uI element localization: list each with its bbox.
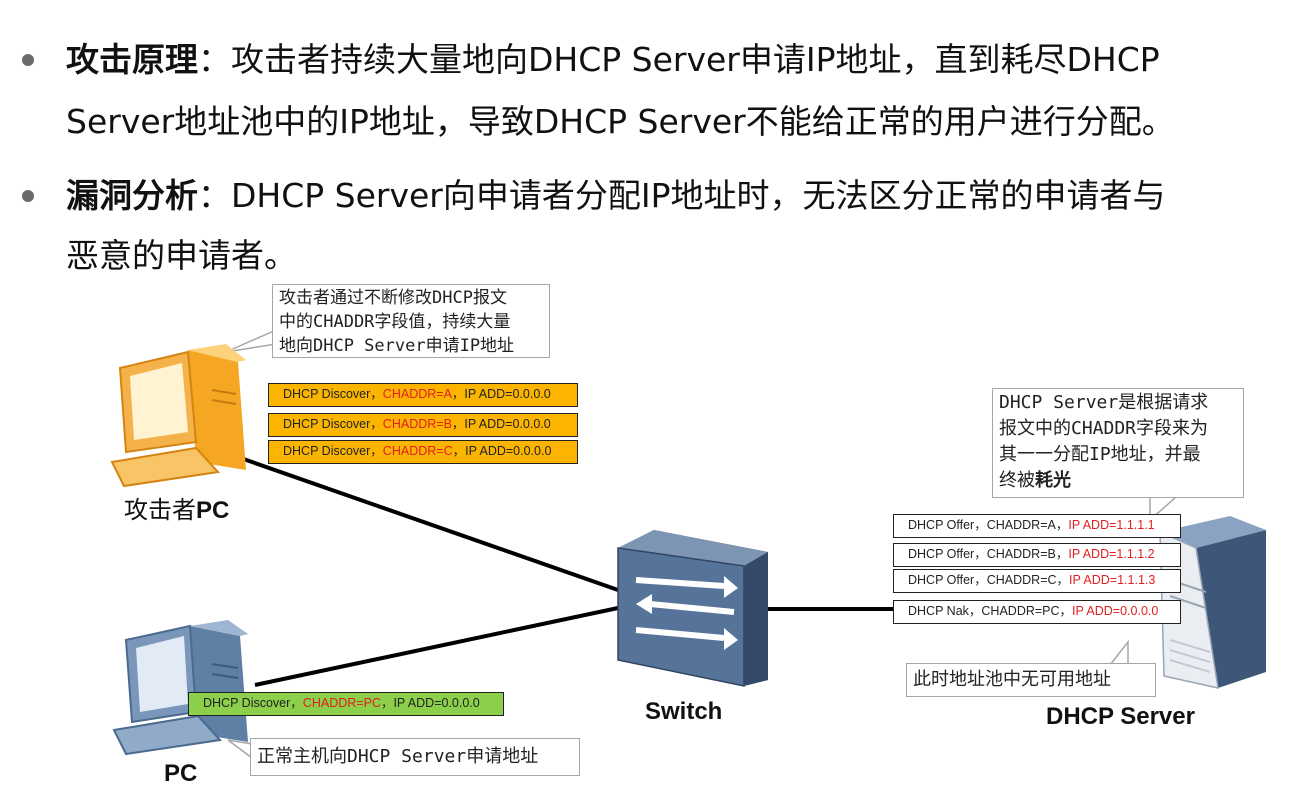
- attacker-discover-message: DHCP Discover，CHADDR=A，IP ADD=0.0.0.0: [268, 383, 578, 407]
- callout-pointer: [225, 328, 277, 353]
- bullet-text: DHCP Server向申请者分配IP地址时，无法区分正常的申请者与: [231, 176, 1166, 215]
- bullet-heading: 攻击原理: [66, 40, 198, 79]
- link-attacker-switch: [231, 453, 619, 592]
- bullet-dot: [22, 190, 34, 202]
- pc-icon: [112, 620, 248, 756]
- pc-label: PC: [164, 760, 198, 787]
- bullet-dot: [22, 54, 34, 66]
- server-offer-message: DHCP Offer，CHADDR=C，IP ADD=1.1.1.3: [893, 569, 1181, 593]
- callout-pointer: [227, 739, 253, 760]
- callout-pointer: [1108, 639, 1129, 666]
- attacker-pc-label: 攻击者PC: [124, 496, 230, 524]
- bullet-text: 攻击者持续大量地向DHCP Server申请IP地址，直到耗尽DHCP: [231, 40, 1160, 79]
- server-label: DHCP Server: [1046, 703, 1195, 730]
- pool-callout: 此时地址池中无可用地址: [906, 663, 1156, 697]
- link-pc-switch: [254, 606, 619, 687]
- bullet-heading: 漏洞分析: [66, 176, 198, 215]
- switch-icon: [617, 530, 768, 687]
- normal-pc-callout: 正常主机向DHCP Server申请地址: [250, 738, 580, 776]
- attacker-discover-message: DHCP Discover，CHADDR=B，IP ADD=0.0.0.0: [268, 413, 578, 437]
- pc-discover-message: DHCP Discover，CHADDR=PC，IP ADD=0.0.0.0: [188, 692, 504, 716]
- attacker-pc-icon: [110, 344, 246, 488]
- server-offer-message: DHCP Offer，CHADDR=A，IP ADD=1.1.1.1: [893, 514, 1181, 538]
- server-callout: DHCP Server是根据请求 报文中的CHADDR字段来为 其一一分配IP地…: [992, 388, 1244, 498]
- bullet-text: 恶意的申请者。: [66, 236, 297, 275]
- attacker-discover-message: DHCP Discover，CHADDR=C，IP ADD=0.0.0.0: [268, 440, 578, 464]
- server-nak-message: DHCP Nak，CHADDR=PC，IP ADD=0.0.0.0: [893, 600, 1181, 624]
- server-offer-message: DHCP Offer，CHADDR=B，IP ADD=1.1.1.2: [893, 543, 1181, 567]
- attacker-callout: 攻击者通过不断修改DHCP报文 中的CHADDR字段值，持续大量 地向DHCP …: [272, 284, 550, 358]
- bullet-text: Server地址池中的IP地址，导致DHCP Server不能给正常的用户进行分…: [66, 102, 1175, 141]
- switch-label: Switch: [645, 698, 723, 725]
